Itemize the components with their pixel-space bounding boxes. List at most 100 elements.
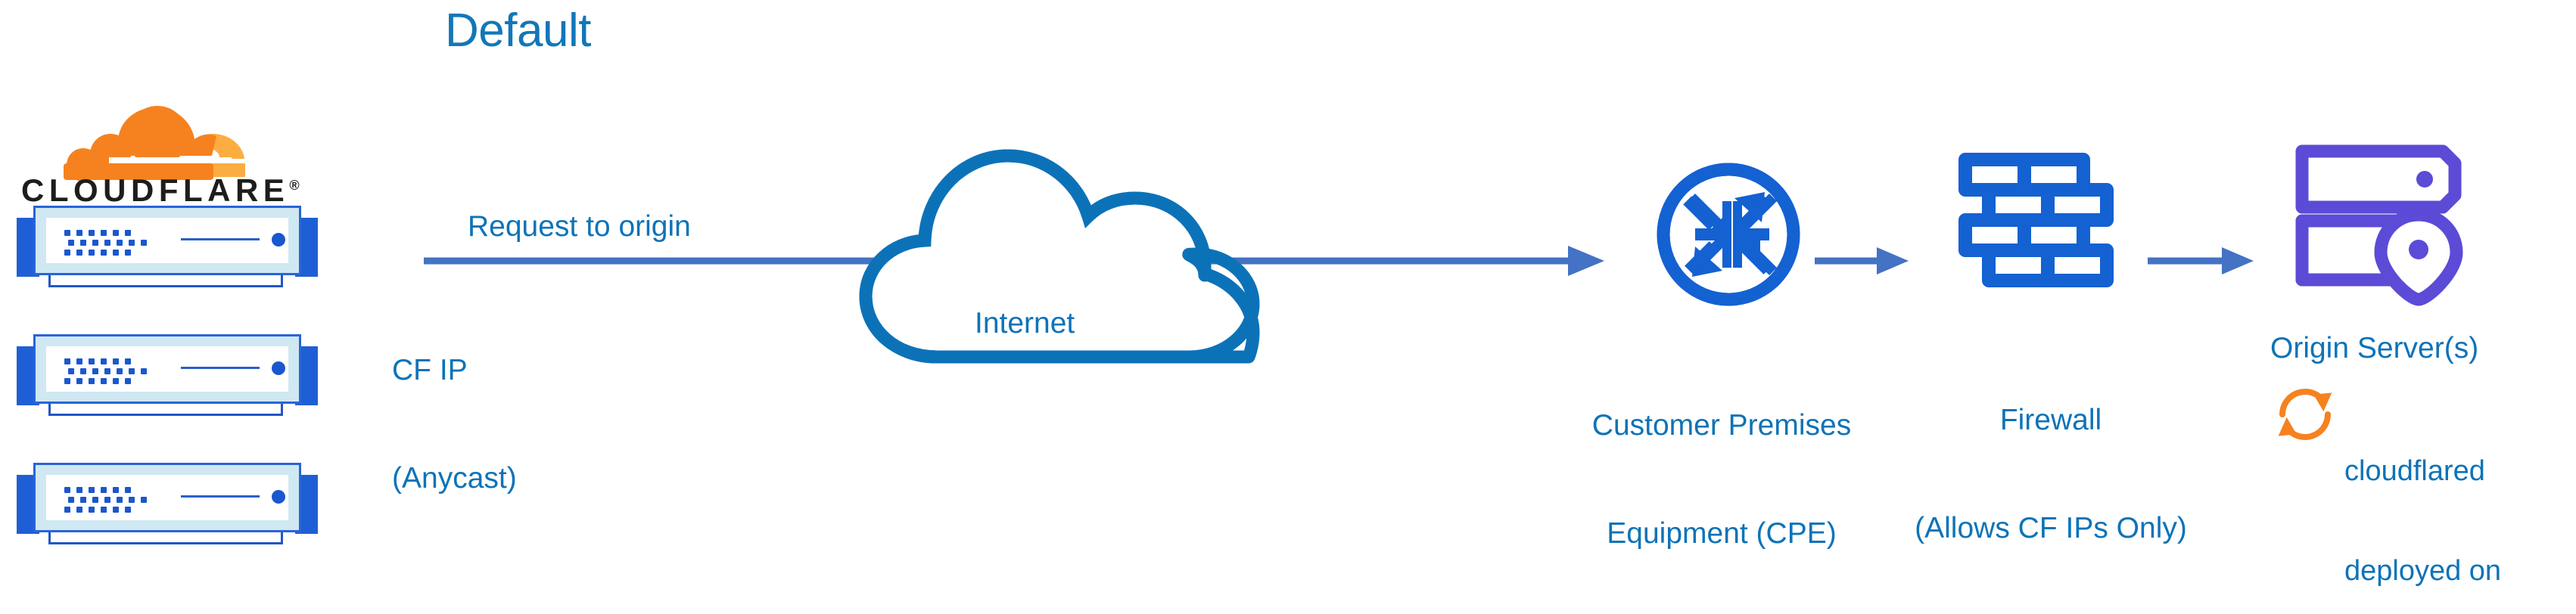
label-internet: Internet	[975, 307, 1075, 340]
page-title: Default	[445, 5, 591, 57]
switch-port-dot	[64, 507, 70, 513]
switch-port-dot	[101, 378, 107, 384]
server-switch-unit-2	[17, 333, 318, 422]
switch-port-dot	[64, 378, 70, 384]
cloudflare-wordmark-text: CLOUDFLARE	[21, 172, 290, 208]
switch-port-dot	[89, 230, 95, 236]
switch-status-line	[181, 367, 260, 369]
switch-port-dot	[101, 507, 107, 513]
switch-chassis	[33, 334, 301, 404]
switch-port-dot	[80, 368, 86, 374]
switch-port-dot	[125, 230, 131, 236]
switch-port-dot	[89, 487, 95, 493]
switch-port-dot	[76, 250, 82, 256]
switch-port-dot	[64, 358, 70, 364]
label-cloudflared-deployed: cloudflared deployed on servers	[2344, 388, 2501, 614]
switch-port-dot	[125, 358, 131, 364]
switch-port-dot	[64, 487, 70, 493]
switch-port-grid	[64, 230, 155, 257]
arrow-cpe-to-firewall	[1815, 247, 1909, 274]
switch-front-panel	[46, 475, 288, 520]
server-switch-unit-1	[17, 204, 318, 293]
switch-port-dot	[125, 487, 131, 493]
label-cf-ip-line1: CF IP	[392, 354, 468, 387]
label-firewall-line1: Firewall	[1999, 404, 2102, 437]
switch-port-dot	[76, 378, 82, 384]
label-firewall-line2: (Allows CF IPs Only)	[1915, 511, 2187, 544]
switch-port-dot	[89, 378, 95, 384]
switch-status-line	[181, 495, 260, 498]
switch-port-dot	[92, 240, 98, 246]
switch-port-dot	[141, 368, 147, 374]
switch-port-dot	[92, 497, 98, 503]
switch-port-dot	[113, 358, 119, 364]
switch-port-dot	[80, 240, 86, 246]
switch-port-dot	[125, 507, 131, 513]
switch-port-dot	[125, 378, 131, 384]
switch-port-dot	[129, 497, 135, 503]
switch-port-dot	[101, 487, 107, 493]
server-stack-location-pin-icon	[2295, 144, 2463, 306]
switch-front-panel	[46, 218, 288, 263]
switch-port-dot	[101, 250, 107, 256]
switch-port-dot	[76, 358, 82, 364]
label-cpe-line1: Customer Premises	[1591, 409, 1852, 442]
switch-port-dot	[76, 230, 82, 236]
switch-port-dot	[113, 230, 119, 236]
switch-port-dot	[101, 230, 107, 236]
cloudflare-logo-icon	[64, 106, 251, 181]
switch-port-dot	[117, 368, 123, 374]
label-cpe: Customer Premises Equipment (CPE)	[1559, 336, 1884, 614]
arrow-firewall-to-origin	[2148, 247, 2254, 274]
switch-status-line	[181, 238, 260, 240]
switch-chassis	[33, 206, 301, 275]
switch-status-led	[272, 490, 285, 504]
label-cloudflared-line1: cloudflared	[2344, 455, 2485, 488]
switch-port-dot	[64, 230, 70, 236]
switch-front-panel	[46, 346, 288, 392]
switch-port-dot	[104, 497, 110, 503]
switch-port-dot	[89, 358, 95, 364]
switch-port-dot	[101, 358, 107, 364]
switch-port-dot	[89, 250, 95, 256]
label-cf-ip-anycast: CF IP (Anycast)	[392, 281, 517, 569]
switch-status-led	[272, 233, 285, 247]
internet-cloud-icon	[859, 149, 1260, 364]
switch-port-dot	[129, 240, 135, 246]
switch-chassis	[33, 463, 301, 532]
switch-port-dot	[125, 250, 131, 256]
switch-port-dot	[64, 250, 70, 256]
switch-port-dot	[89, 507, 95, 513]
label-cloudflared-line2: deployed on	[2344, 555, 2502, 588]
brick-wall-icon	[1958, 153, 2114, 287]
switch-port-dot	[113, 250, 119, 256]
label-cf-ip-line2: (Anycast)	[392, 461, 517, 495]
switch-port-dot	[129, 368, 135, 374]
label-firewall: Firewall (Allows CF IPs Only)	[1892, 330, 2210, 614]
switch-port-dot	[117, 497, 123, 503]
switch-port-dot	[141, 240, 147, 246]
switch-port-dot	[113, 507, 119, 513]
label-cpe-line2: Equipment (CPE)	[1607, 516, 1837, 550]
switch-port-dot	[117, 240, 123, 246]
refresh-sync-circle-icon	[2278, 389, 2332, 440]
switch-port-dot	[68, 368, 74, 374]
switch-port-dot	[141, 497, 147, 503]
cloudflare-wordmark: CLOUDFLARE®	[21, 172, 316, 209]
switch-status-led	[272, 361, 285, 375]
switch-port-grid	[64, 487, 155, 514]
switch-port-dot	[80, 497, 86, 503]
switch-port-dot	[113, 378, 119, 384]
switch-port-dot	[68, 240, 74, 246]
label-request-to-origin: Request to origin	[468, 210, 691, 243]
router-circle-arrows-icon	[1657, 163, 1800, 306]
switch-port-dot	[104, 240, 110, 246]
switch-port-dot	[92, 368, 98, 374]
switch-port-dot	[104, 368, 110, 374]
server-switch-unit-3	[17, 461, 318, 550]
switch-port-dot	[113, 487, 119, 493]
switch-port-grid	[64, 358, 155, 386]
switch-port-dot	[76, 487, 82, 493]
switch-port-dot	[76, 507, 82, 513]
